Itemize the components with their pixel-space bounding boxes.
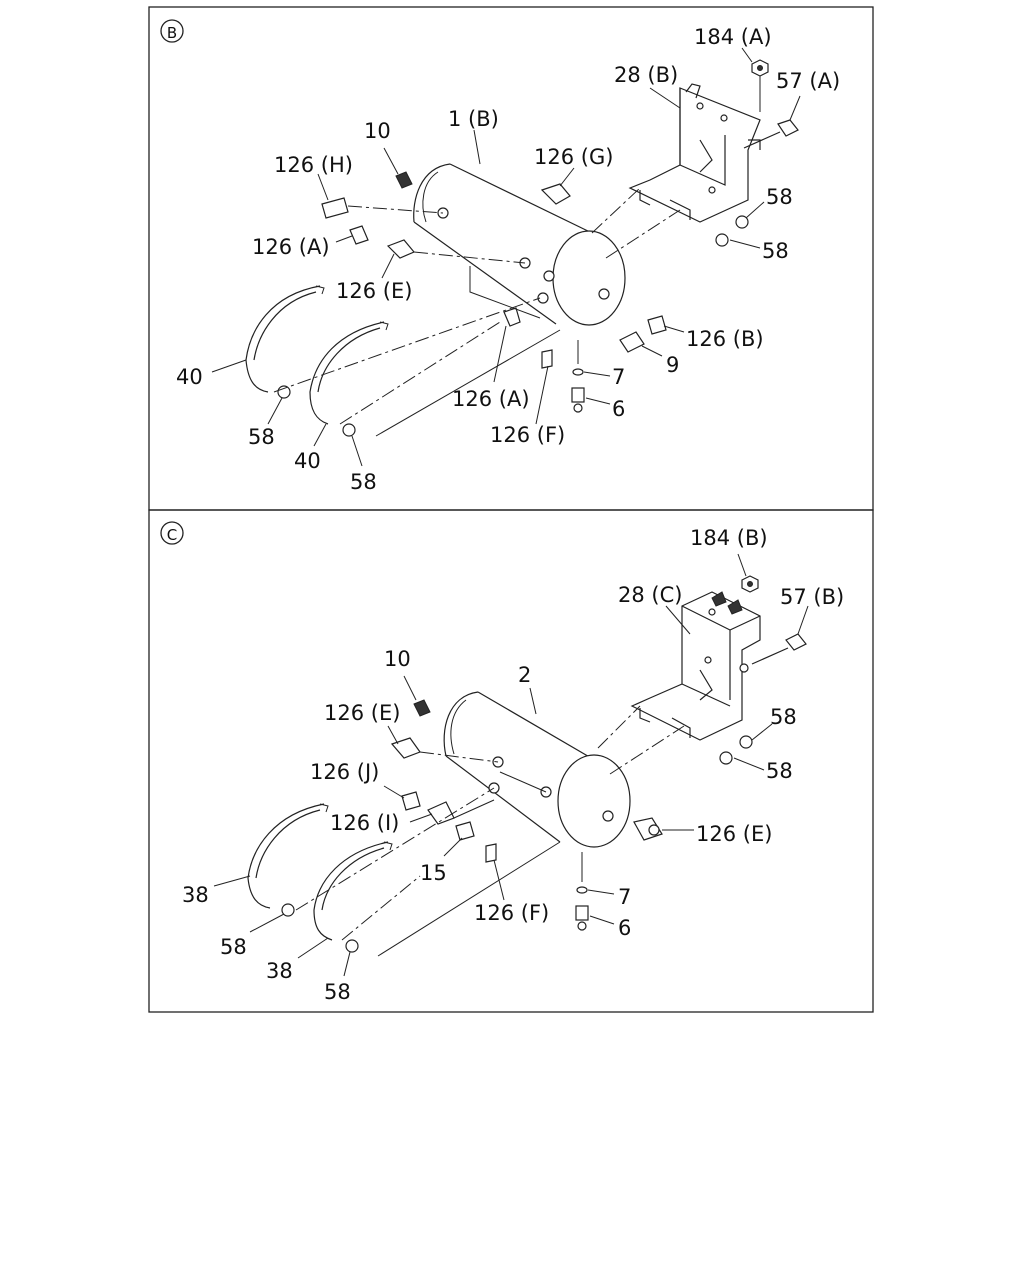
label-58: 58 [770,705,797,729]
fitting-126-a [349,225,369,245]
drain-valve-6 [571,387,585,413]
nut-58 [739,735,753,749]
stud [711,591,727,607]
port [537,292,549,304]
panel-b-badge: B [160,19,184,43]
label-58: 58 [324,980,351,1004]
leaders-c [213,553,809,977]
label-2: 2 [518,663,531,687]
label-184-a: 184 (A) [694,25,772,49]
nut-58 [277,385,291,399]
label-126-h: 126 (H) [274,153,353,177]
strap-38-right [313,841,393,941]
label-126-a: 126 (A) [252,235,330,259]
stud [727,599,743,615]
label-58: 58 [350,470,377,494]
switch-9 [619,331,645,353]
label-28-b: 28 (B) [614,63,678,87]
nut-58 [281,903,295,917]
label-126-a-lower: 126 (A) [452,387,530,411]
port [602,810,614,822]
label-40: 40 [176,365,203,389]
label-57-b: 57 (B) [780,585,844,609]
port [598,288,610,300]
label-6: 6 [612,397,625,421]
nut [751,59,769,112]
label-126-i: 126 (I) [330,811,399,835]
nut-58 [735,215,749,229]
strap-38-left [247,803,329,909]
label-10: 10 [364,119,391,143]
label-126-f: 126 (F) [474,901,549,925]
bolt [743,119,799,149]
label-57-a: 57 (A) [776,69,840,93]
panel-b: B [148,6,874,511]
label-10: 10 [384,647,411,671]
label-126-e: 126 (E) [336,279,412,303]
label-58: 58 [766,759,793,783]
leaders-b [211,47,801,467]
air-tank [413,163,626,326]
bolt [751,633,807,665]
nut-58 [342,423,356,437]
label-126-f: 126 (F) [490,423,565,447]
label-6: 6 [618,916,631,940]
panel-c: C [148,509,874,1013]
fitting-126-e [386,239,415,259]
fitting-126-f [485,843,497,863]
strap-40-left [245,285,325,393]
washer-7 [576,886,588,894]
panel-c-frame [148,509,874,1013]
strap-40-right [309,321,389,425]
nut [741,575,759,593]
nut-58 [719,751,733,765]
fitting-126-a-lower [503,307,521,327]
svg-text:B: B [167,24,177,42]
label-184-b: 184 (B) [690,526,768,550]
label-58: 58 [762,239,789,263]
label-38: 38 [182,883,209,907]
label-58: 58 [220,935,247,959]
label-126-g: 126 (G) [534,145,613,169]
fitting-126-b [647,315,667,335]
label-9: 9 [666,353,679,377]
label-126-e-right: 126 (E) [696,822,772,846]
drain-valve-6 [575,905,589,931]
tank-bracket [630,591,761,741]
tank-bracket [628,83,761,223]
air-tank [443,691,631,848]
label-58: 58 [766,185,793,209]
svg-text:C: C [167,526,177,544]
label-1-b: 1 (B) [448,107,499,131]
label-40: 40 [294,449,321,473]
label-28-c: 28 (C) [618,583,682,607]
label-7: 7 [612,365,625,389]
port [543,270,555,282]
fitting-126-g [540,183,571,205]
fitting-126-j [401,791,421,811]
label-126-b: 126 (B) [686,327,764,351]
label-126-e: 126 (E) [324,701,400,725]
fitting-126-h [321,197,349,219]
fitting-126-e-right [633,817,663,841]
nut-58 [345,939,359,953]
label-38: 38 [266,959,293,983]
label-7: 7 [618,885,631,909]
washer-7 [572,368,584,376]
nut-58 [715,233,729,247]
fitting-126-f [541,349,553,369]
label-126-j: 126 (J) [310,760,379,784]
panel-c-badge: C [160,521,184,545]
switch-15 [455,821,475,841]
fitting-10 [395,171,413,189]
label-58: 58 [248,425,275,449]
fitting-10 [413,699,431,717]
label-15: 15 [420,861,447,885]
